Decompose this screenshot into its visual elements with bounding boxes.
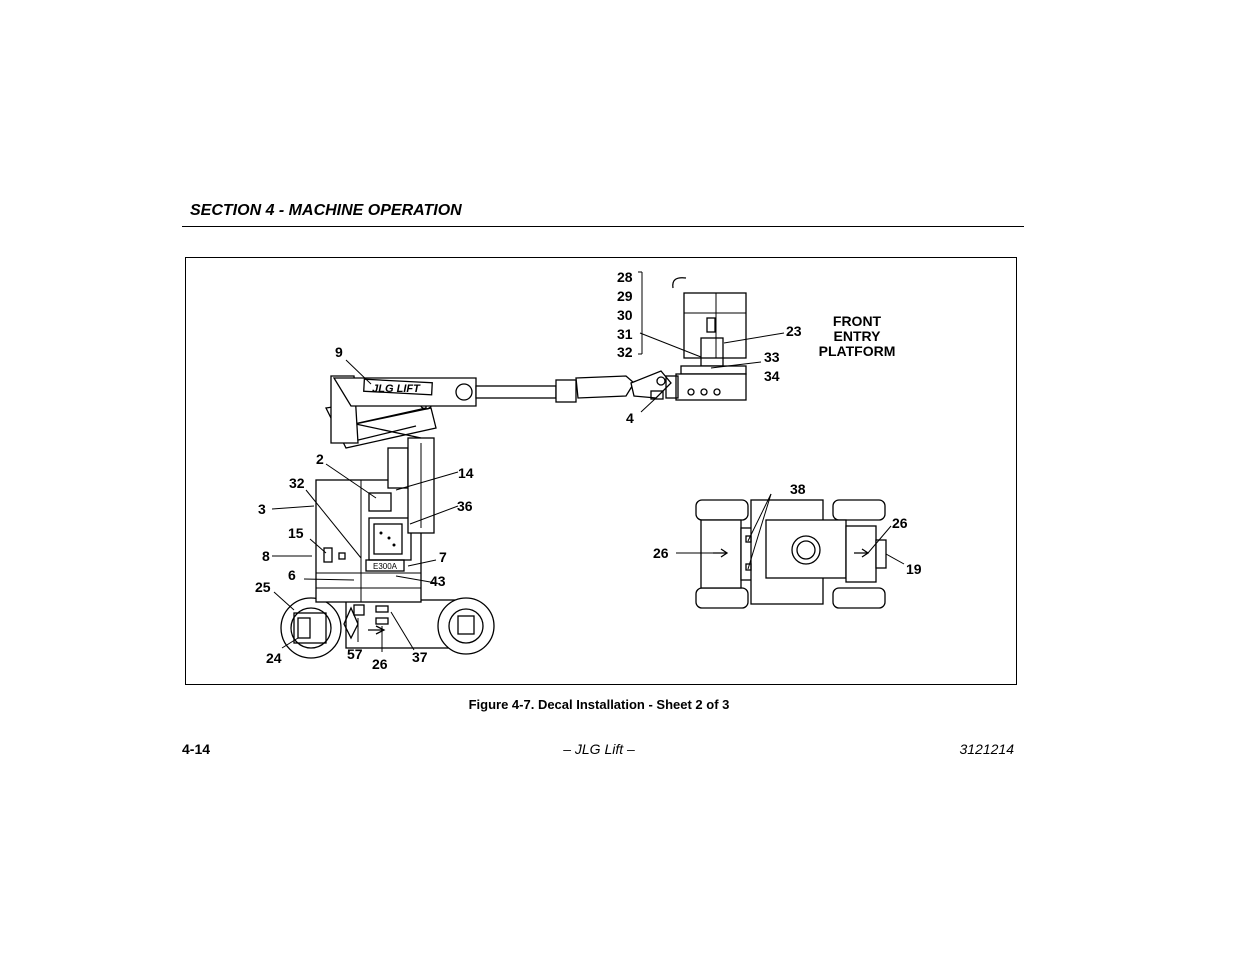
callout-43: 43 xyxy=(430,573,446,589)
callout-30: 30 xyxy=(617,307,633,323)
callout-32-platform: 32 xyxy=(617,344,633,360)
section-title: SECTION 4 - MACHINE OPERATION xyxy=(190,202,462,219)
platform-label-line-3: PLATFORM xyxy=(819,343,896,359)
callout-38: 38 xyxy=(790,481,806,497)
callout-8: 8 xyxy=(262,548,270,564)
callout-4: 4 xyxy=(626,410,634,426)
callout-2: 2 xyxy=(316,451,324,467)
machine-drawing: E300A JLG LIFT xyxy=(255,269,922,672)
callout-32-mast: 32 xyxy=(289,475,305,491)
callout-15: 15 xyxy=(288,525,304,541)
callout-26-front: 26 xyxy=(892,515,908,531)
callout-19: 19 xyxy=(906,561,922,577)
callout-labels: 28 29 30 31 32 23 33 34 9 4 2 14 32 36 3… xyxy=(255,269,922,672)
callout-34: 34 xyxy=(764,368,780,384)
callout-26-rear: 26 xyxy=(653,545,669,561)
callout-3: 3 xyxy=(258,501,266,517)
platform-label-line-2: ENTRY xyxy=(834,328,882,344)
callout-26-side: 26 xyxy=(372,656,388,672)
callout-14: 14 xyxy=(458,465,474,481)
header-rule xyxy=(182,226,1024,227)
figure-caption: Figure 4-7. Decal Installation - Sheet 2… xyxy=(468,697,730,712)
callout-31: 31 xyxy=(617,326,633,342)
top-view-chassis xyxy=(695,499,887,609)
decal-figure: E300A JLG LIFT xyxy=(185,257,1017,685)
callout-24: 24 xyxy=(266,650,282,666)
callout-9: 9 xyxy=(335,344,343,360)
callout-29: 29 xyxy=(617,288,633,304)
brand-decal: JLG LIFT xyxy=(372,383,421,395)
side-view-machine: E300A JLG LIFT xyxy=(280,277,747,659)
callout-37: 37 xyxy=(412,649,428,665)
page-number: 4-14 xyxy=(182,741,211,757)
document-number: 3121214 xyxy=(959,741,1014,757)
callout-33: 33 xyxy=(764,349,780,365)
footer-title: – JLG Lift – xyxy=(563,741,635,757)
callout-28: 28 xyxy=(617,269,633,285)
platform-label-line-1: FRONT xyxy=(833,313,882,329)
callout-25: 25 xyxy=(255,579,271,595)
leader-lines xyxy=(271,271,905,652)
callout-23: 23 xyxy=(786,323,802,339)
callout-7: 7 xyxy=(439,549,447,565)
callout-36: 36 xyxy=(457,498,473,514)
model-decal: E300A xyxy=(373,562,398,571)
callout-6: 6 xyxy=(288,567,296,583)
callout-57: 57 xyxy=(347,646,363,662)
